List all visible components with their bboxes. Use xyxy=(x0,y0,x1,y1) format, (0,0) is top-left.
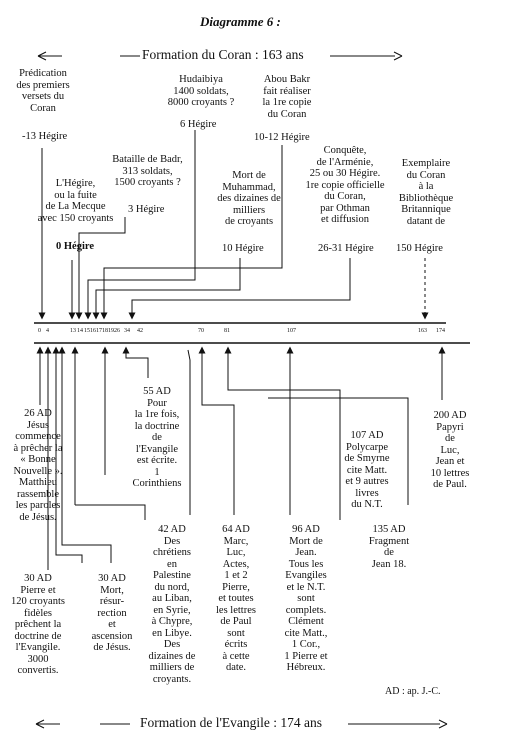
coran-event-text: L'Hégire, ou la fuite de La Mecque avec … xyxy=(37,178,114,224)
evangile-event-text: 42 AD Des chrétiens en Palestine du nord… xyxy=(148,524,196,685)
evangile-event-text: 96 AD Mort de Jean. Tous les Evangiles e… xyxy=(284,524,328,673)
arrow-evangile-55 xyxy=(122,346,149,378)
arrow-coran-othman xyxy=(128,258,351,320)
evangile-event-text: 64 AD Marc, Luc, Actes, 1 et 2 Pierre, e… xyxy=(216,524,256,673)
arrow-evangile-30b xyxy=(58,346,112,563)
coran-event-date: 6 Hégire xyxy=(180,119,217,130)
arrow-coran-hudaibiya xyxy=(84,130,196,320)
coran-span-right-head xyxy=(393,51,403,61)
evangile-event-text: 200 AD Papyri de Luc, Jean et 10 lettres… xyxy=(430,410,470,490)
coran-event-date: 150 Hégire xyxy=(396,243,443,254)
tick-label: 42 xyxy=(137,328,143,334)
tick-label: 34 xyxy=(124,328,130,334)
arrow-evangile-64 xyxy=(198,346,235,515)
tick-label: 4 xyxy=(46,328,49,334)
tick-label: 0 xyxy=(38,328,41,334)
evangile-event-text: 55 AD Pour la 1re fois, la doctrine de l… xyxy=(132,386,182,489)
coran-event-text: Conquête, de l'Arménie, 25 ou 30 Hégire.… xyxy=(305,145,385,225)
coran-event-text: Abou Bakr fait réaliser la 1re copie du … xyxy=(262,74,312,120)
arrow-coran-mort-muhammad xyxy=(92,258,241,320)
tick-label: 70 xyxy=(198,328,204,334)
tick-label: 18 xyxy=(102,328,108,334)
coran-event-text: Mort de Muhammad, des dizaines de millie… xyxy=(217,170,281,227)
coran-span-left-head xyxy=(37,51,47,61)
tick-label: 15 xyxy=(84,328,90,334)
tick-label: 13 xyxy=(70,328,76,334)
coran-event-date: 3 Hégire xyxy=(128,204,165,215)
arrow-coran-abou-bakr xyxy=(100,145,283,320)
evangile-event-text: 107 AD Polycarpe de Smyrne cite Matt. et… xyxy=(344,430,390,510)
tick-label: 14 xyxy=(77,328,83,334)
evangile-span-right-head xyxy=(438,719,448,729)
footnote: AD : ap. J.-C. xyxy=(385,686,441,697)
coran-event-date: 10-12 Hégire xyxy=(254,132,310,143)
evangile-event-text: 135 AD Fragment de Jean 18. xyxy=(368,524,410,570)
evangile-span-left-head xyxy=(35,719,45,729)
tick-label: 174 xyxy=(436,328,445,334)
coran-event-date: 26-31 Hégire xyxy=(318,243,374,254)
evangile-event-text: 30 AD Pierre et 120 croyants fidèles prê… xyxy=(11,573,65,676)
tick-label: 81 xyxy=(224,328,230,334)
evangile-event-text: 30 AD Mort, résur- rection et ascension … xyxy=(91,573,133,653)
diagram-title: Diagramme 6 : xyxy=(200,14,281,29)
coran-event-text: Exemplaire du Coran à la Bibliothèque Br… xyxy=(398,158,454,227)
tick-label: 17 xyxy=(96,328,102,334)
coran-event-date: 0 Hégire xyxy=(56,241,95,252)
coran-event-text: Prédication des premiers versets du Cora… xyxy=(16,68,70,114)
tick-label: 107 xyxy=(287,328,296,334)
coran-event-date: 10 Hégire xyxy=(222,243,264,254)
coran-event-date: -13 Hégire xyxy=(22,131,68,142)
tick-label: 163 xyxy=(418,328,427,334)
coran-event-text: Hudaibiya 1400 soldats, 8000 croyants ? xyxy=(167,74,235,108)
evangile-heading: Formation de l'Evangile : 174 ans xyxy=(140,715,323,730)
coran-heading: Formation du Coran : 163 ans xyxy=(142,47,304,62)
tick-label: 26 xyxy=(114,328,120,334)
tick-label: 16 xyxy=(90,328,96,334)
tick-label: 19 xyxy=(108,328,114,334)
coran-event-text: Bataille de Badr, 313 soldats, 1500 croy… xyxy=(112,154,183,188)
arrow-evangile-107 xyxy=(224,346,341,520)
evangile-event-text: 26 AD Jésus commence à prêcher la « Bonn… xyxy=(13,408,63,523)
arrow-coran-badr xyxy=(75,217,126,320)
